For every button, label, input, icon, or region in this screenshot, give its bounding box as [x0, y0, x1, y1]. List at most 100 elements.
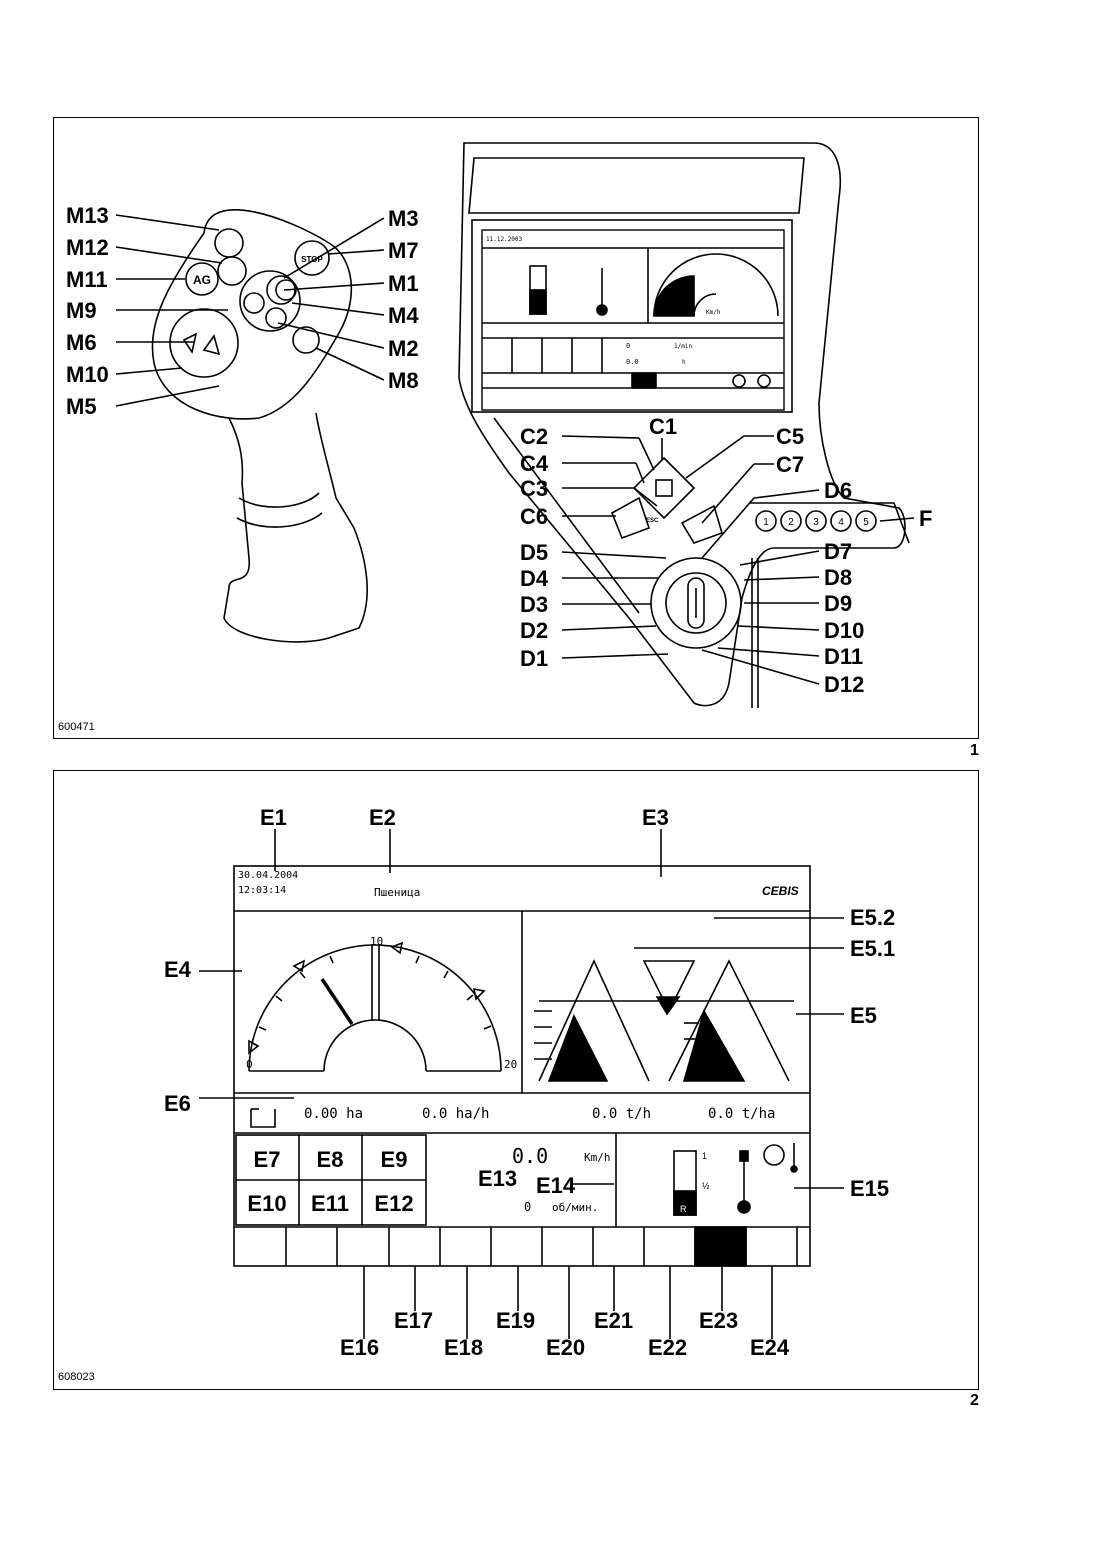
- cebis-screen: [233, 865, 811, 1267]
- label-e17: E17: [394, 1308, 433, 1333]
- label-e3: E3: [642, 805, 669, 830]
- label-d3: D3: [520, 592, 548, 617]
- label-c2: C2: [520, 424, 548, 449]
- label-d2: D2: [520, 618, 548, 643]
- label-m10: M10: [66, 362, 109, 387]
- m6-m5-cluster: [169, 308, 239, 378]
- label-e20: E20: [546, 1335, 585, 1360]
- loss-triangle-left-outline: [538, 959, 650, 1082]
- mini-screen-rpm-value: 0: [626, 342, 630, 350]
- m13-button: [214, 228, 244, 258]
- key-e11: E11: [311, 1191, 349, 1216]
- gauge-needle: [320, 978, 354, 1025]
- label-m7: M7: [388, 238, 419, 263]
- label-e14: E14: [536, 1173, 576, 1198]
- joystick-grip: [223, 412, 368, 643]
- label-c1: C1: [649, 414, 677, 439]
- rpm-value: 0: [524, 1200, 531, 1214]
- label-e15: E15: [850, 1176, 889, 1201]
- keypad-button-3: 3: [813, 517, 819, 528]
- mini-screen-speed-unit: Km/h: [706, 309, 721, 316]
- screen-brand: CEBIS: [762, 884, 799, 898]
- label-d1: D1: [520, 646, 548, 671]
- keypad-button-4: 4: [838, 517, 844, 528]
- label-e21: E21: [594, 1308, 633, 1333]
- label-m4: M4: [388, 303, 419, 328]
- label-d11: D11: [824, 644, 863, 669]
- label-e24: E24: [750, 1335, 790, 1360]
- gauge-max-label: 20: [504, 1058, 517, 1071]
- label-d12: D12: [824, 672, 864, 697]
- gauge-min-label: 0: [246, 1058, 253, 1071]
- speed-unit: Km/h: [584, 1151, 611, 1164]
- figure-1-panel: AG STOP ESC 1 2 3 4 5 11.12.2003 Km/h 0 …: [53, 117, 979, 739]
- gauge-outer-arc: [248, 944, 502, 1072]
- mini-screen-time-value: 0.0: [626, 358, 639, 366]
- figure-2-number: 2: [970, 1392, 979, 1409]
- yield-rate-value: 0.0 t/h: [592, 1106, 651, 1122]
- screen-crop: Пшеница: [374, 886, 420, 899]
- label-m3: M3: [388, 206, 419, 231]
- figure-2-code: 608023: [58, 1371, 95, 1383]
- area-rate-value: 0.0 ha/h: [422, 1106, 489, 1122]
- label-e5-1: E5.1: [850, 936, 895, 961]
- key-e10: E10: [247, 1191, 286, 1216]
- label-m11: M11: [66, 267, 108, 292]
- gauge-inner-arc: [323, 1019, 427, 1072]
- label-e18: E18: [444, 1335, 483, 1360]
- label-m9: M9: [66, 298, 97, 323]
- label-e16: E16: [340, 1335, 379, 1360]
- label-e22: E22: [648, 1335, 687, 1360]
- key-e8: E8: [317, 1147, 344, 1172]
- mini-screen-bezel: [471, 219, 793, 413]
- label-c3: C3: [520, 476, 548, 501]
- loss-funnel: [642, 960, 696, 1013]
- figure-2-panel: 30.04.2004 12:03:14 Пшеница CEBIS 1 0 0 2…: [53, 770, 979, 1390]
- mini-screen-rpm-unit: 1/min: [674, 343, 692, 350]
- mini-screen-date: 11.12.2003: [486, 236, 523, 243]
- m12-button: [217, 256, 247, 286]
- label-f: F: [919, 506, 932, 531]
- m7-button: [294, 240, 330, 276]
- label-d7: D7: [824, 539, 852, 564]
- key-e12: E12: [374, 1191, 413, 1216]
- loss-triangle-right-fill: [682, 1008, 746, 1082]
- yield-per-ha-value: 0.0 t/ha: [708, 1106, 775, 1122]
- screen-time: 12:03:14: [238, 885, 286, 896]
- label-e6: E6: [164, 1091, 191, 1116]
- label-e5-2: E5.2: [850, 905, 895, 930]
- label-m2: M2: [388, 336, 419, 361]
- label-m6: M6: [66, 330, 97, 355]
- figure-2-drawing: 30.04.2004 12:03:14 Пшеница CEBIS 1 0 0 2…: [164, 805, 895, 1360]
- label-d5: D5: [520, 540, 548, 565]
- key-e9: E9: [381, 1147, 408, 1172]
- mini-screen-time-unit: h: [682, 359, 686, 366]
- label-m8: M8: [388, 368, 419, 393]
- key-e7: E7: [254, 1147, 281, 1172]
- keypad-button-2: 2: [788, 517, 794, 528]
- loss-triangle-right-outline: [668, 959, 790, 1082]
- label-m13: M13: [66, 203, 109, 228]
- label-d4: D4: [520, 566, 549, 591]
- label-e4: E4: [164, 957, 192, 982]
- terminal-housing: [458, 142, 906, 707]
- c7-plus-key: [680, 504, 723, 544]
- area-value: 0.00 ha: [304, 1106, 363, 1122]
- label-c7: C7: [776, 452, 804, 477]
- rpm-unit: об/мин.: [552, 1201, 598, 1214]
- figure-1-code: 600471: [58, 721, 95, 733]
- label-e2: E2: [369, 805, 396, 830]
- figure-1-number: 1: [970, 742, 979, 759]
- fuel-mark-reserve: R: [680, 1204, 687, 1214]
- speed-value: 0.0: [512, 1144, 548, 1168]
- screen-date: 30.04.2004: [238, 870, 298, 881]
- label-d9: D9: [824, 591, 852, 616]
- rotary-dial: [650, 557, 742, 649]
- dpad: [632, 456, 696, 520]
- fuel-mark-half: ½: [702, 1181, 710, 1191]
- label-d8: D8: [824, 565, 852, 590]
- m7-button-label: STOP: [301, 255, 323, 264]
- label-e5: E5: [850, 1003, 877, 1028]
- keypad-button-1: 1: [763, 517, 769, 528]
- fuel-mark-full: 1: [702, 1151, 707, 1161]
